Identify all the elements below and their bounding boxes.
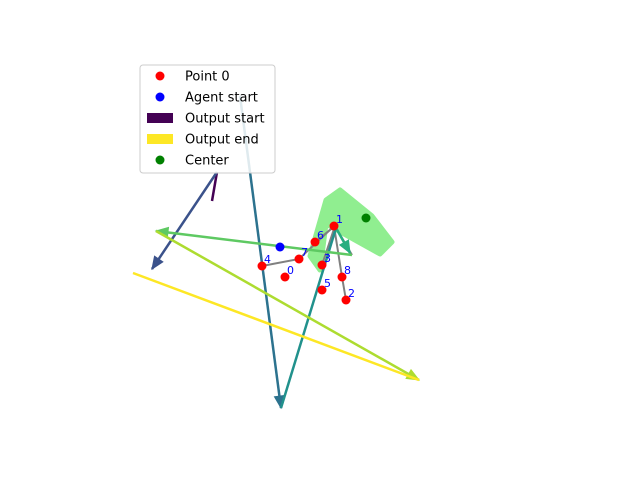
point-label: 2 — [348, 287, 355, 300]
data-point — [280, 272, 290, 282]
data-point — [341, 295, 351, 305]
trajectory-segment — [155, 229, 353, 257]
legend-swatch — [147, 134, 173, 144]
point-label: 4 — [264, 253, 271, 266]
legend-label: Output end — [185, 133, 259, 148]
legend-label: Point 0 — [185, 70, 230, 85]
region-area — [307, 187, 395, 273]
point-label: 1 — [336, 213, 343, 226]
legend-marker — [155, 71, 165, 81]
point-label: 7 — [301, 246, 308, 259]
data-point — [294, 254, 304, 264]
point-label: 0 — [287, 264, 294, 277]
point-label: 6 — [317, 229, 324, 242]
point-label: 8 — [344, 264, 351, 277]
data-point — [317, 260, 327, 270]
agent-start-marker — [275, 242, 285, 252]
legend-marker — [155, 92, 165, 102]
trajectory-segment — [150, 171, 219, 270]
legend-frame — [139, 64, 276, 174]
data-point — [310, 237, 320, 247]
point-label: 5 — [324, 277, 331, 290]
data-point — [317, 285, 327, 295]
center-marker — [361, 213, 371, 223]
data-point — [329, 221, 339, 231]
legend-label: Agent start — [185, 91, 258, 106]
data-point — [337, 272, 347, 282]
legend-marker — [155, 155, 165, 165]
region-layer — [307, 187, 395, 273]
trajectory-arrowhead — [338, 239, 351, 255]
data-point — [257, 261, 267, 271]
agent-path-spoke — [321, 225, 336, 266]
trajectory-arrowhead — [151, 255, 164, 271]
trajectory-segment — [210, 171, 219, 202]
legend-swatch — [147, 113, 173, 123]
point-label: 3 — [324, 252, 331, 265]
trajectory-segment — [132, 271, 420, 382]
legend-label: Center — [185, 154, 229, 169]
trajectory-segment — [155, 229, 420, 382]
legend-label: Output start — [185, 112, 265, 127]
points-layer: 0 1 2 3 4 5 67 8 — [257, 213, 371, 305]
